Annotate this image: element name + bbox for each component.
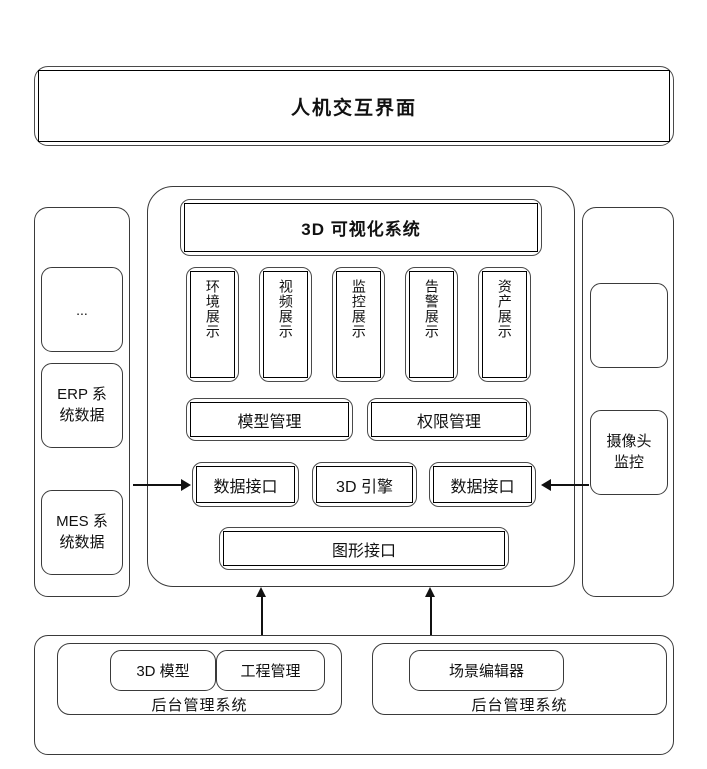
visualization-system-header-label: 3D 可视化系统 <box>301 220 421 239</box>
backend-3d-model-label: 3D 模型 <box>136 663 190 680</box>
permission-management-label: 权限管理 <box>416 413 481 431</box>
left-sidebar-item-erp-label-line1: ERP 系 <box>57 386 107 404</box>
arrow-backend-right-to-center-head <box>425 587 435 597</box>
model-management-inner: 模型管理 <box>190 402 349 437</box>
display-panel-asset[interactable]: 资产展示 <box>478 267 531 382</box>
left-sidebar-item-erp-label-line2: 统数据 <box>59 406 105 424</box>
backend-3d-model-box[interactable]: 3D 模型 <box>110 650 216 691</box>
data-interface-right-box[interactable]: 数据接口 <box>429 462 536 507</box>
graphics-interface-label: 图形接口 <box>331 542 396 560</box>
engine-3d-box[interactable]: 3D 引擎 <box>312 462 417 507</box>
arrow-right-to-data-interface-line <box>551 484 589 486</box>
right-sidebar-item-camera-label-line2: 监控 <box>613 453 644 471</box>
right-camera-panel <box>582 207 674 597</box>
visualization-system-header-inner: 3D 可视化系统 <box>184 203 538 252</box>
model-management-label: 模型管理 <box>237 413 302 431</box>
display-panel-monitoring-inner: 监控展示 <box>336 271 381 378</box>
data-interface-right-inner: 数据接口 <box>433 466 532 503</box>
permission-management-inner: 权限管理 <box>371 402 527 437</box>
display-panel-alarm-inner: 告警展示 <box>409 271 454 378</box>
visualization-system-header[interactable]: 3D 可视化系统 <box>180 199 542 256</box>
engine-3d-inner: 3D 引擎 <box>316 466 413 503</box>
engine-3d-label: 3D 引擎 <box>336 478 393 496</box>
display-panel-alarm-label: 告警展示 <box>423 279 440 339</box>
left-sidebar-item-mes-label-line2: 统数据 <box>59 533 105 551</box>
backend-right-group-caption: 后台管理系统 <box>471 697 568 714</box>
backend-project-management-label: 工程管理 <box>240 663 301 680</box>
display-panel-video-inner: 视频展示 <box>263 271 308 378</box>
arrow-left-to-data-interface-head <box>181 479 191 491</box>
backend-scene-editor-box[interactable]: 场景编辑器 <box>409 650 564 691</box>
human-machine-interface-label: 人机交互界面 <box>290 97 417 119</box>
display-panel-asset-label: 资产展示 <box>496 279 513 339</box>
backend-scene-editor-label: 场景编辑器 <box>448 663 524 680</box>
backend-project-management-box[interactable]: 工程管理 <box>216 650 325 691</box>
right-sidebar-item-camera-label-line1: 摄像头 <box>606 433 652 451</box>
display-panel-video-label: 视频展示 <box>277 279 294 339</box>
display-panel-alarm[interactable]: 告警展示 <box>405 267 458 382</box>
display-panel-asset-inner: 资产展示 <box>482 271 527 378</box>
right-sidebar-item-camera[interactable]: 摄像头 监控 <box>590 410 668 495</box>
arrow-backend-left-to-center-head <box>256 587 266 597</box>
data-interface-left-inner: 数据接口 <box>196 466 295 503</box>
display-panel-environment-label: 环境展示 <box>204 279 221 339</box>
permission-management-box[interactable]: 权限管理 <box>367 398 531 441</box>
left-sidebar-item-ellipsis[interactable]: ... <box>41 267 123 352</box>
left-sidebar-item-mes[interactable]: MES 系 统数据 <box>41 490 123 575</box>
data-interface-left-label: 数据接口 <box>213 478 278 496</box>
arrow-left-to-data-interface-line <box>133 484 183 486</box>
display-panel-environment[interactable]: 环境展示 <box>186 267 239 382</box>
display-panel-video[interactable]: 视频展示 <box>259 267 312 382</box>
graphics-interface-inner: 图形接口 <box>223 531 505 566</box>
arrow-right-to-data-interface-head <box>541 479 551 491</box>
display-panel-environment-inner: 环境展示 <box>190 271 235 378</box>
left-sidebar-item-erp[interactable]: ERP 系 统数据 <box>41 363 123 448</box>
data-interface-right-label: 数据接口 <box>450 478 515 496</box>
arrow-backend-right-to-center-line <box>430 592 432 637</box>
model-management-box[interactable]: 模型管理 <box>186 398 353 441</box>
human-machine-interface-inner: 人机交互界面 <box>38 70 670 142</box>
left-sidebar-item-ellipsis-label: ... <box>76 301 88 318</box>
graphics-interface-box[interactable]: 图形接口 <box>219 527 509 570</box>
arrow-backend-left-to-center-line <box>261 592 263 637</box>
left-sidebar-item-mes-label-line1: MES 系 <box>56 513 108 531</box>
display-panel-monitoring-label: 监控展示 <box>350 279 367 339</box>
right-sidebar-item-empty[interactable] <box>590 283 668 368</box>
display-panel-monitoring[interactable]: 监控展示 <box>332 267 385 382</box>
backend-left-group-caption: 后台管理系统 <box>151 697 248 714</box>
human-machine-interface-box[interactable]: 人机交互界面 <box>34 66 674 146</box>
data-interface-left-box[interactable]: 数据接口 <box>192 462 299 507</box>
